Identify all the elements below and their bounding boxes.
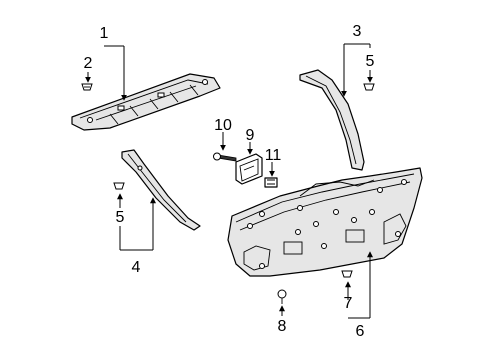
- package-tray-trim: [71, 73, 221, 131]
- pillar-garnish-left: [121, 149, 201, 231]
- callout-10: 10: [214, 117, 232, 134]
- back-door-trim-board: [227, 167, 423, 277]
- screw-part: [213, 152, 237, 162]
- fastener-2: [81, 83, 93, 91]
- callout-8: 8: [278, 318, 287, 335]
- callout-7: 7: [344, 295, 353, 312]
- fastener-7: [341, 270, 353, 278]
- fastener-8: [277, 289, 287, 304]
- fastener-5-left: [113, 182, 125, 190]
- pillar-garnish-right: [299, 69, 365, 171]
- callout-6: 6: [356, 323, 365, 340]
- callout-5-right: 5: [366, 53, 375, 70]
- callout-4: 4: [132, 259, 141, 276]
- callout-3: 3: [353, 23, 362, 40]
- callout-2: 2: [84, 55, 93, 72]
- light-assembly: [235, 153, 263, 185]
- leader-lines: [85, 43, 373, 319]
- callout-1: 1: [100, 25, 109, 42]
- callout-9: 9: [246, 127, 255, 144]
- clip-part: [264, 177, 278, 188]
- fastener-5-right: [363, 83, 375, 91]
- callout-5-left: 5: [116, 209, 125, 226]
- callout-11: 11: [265, 147, 282, 164]
